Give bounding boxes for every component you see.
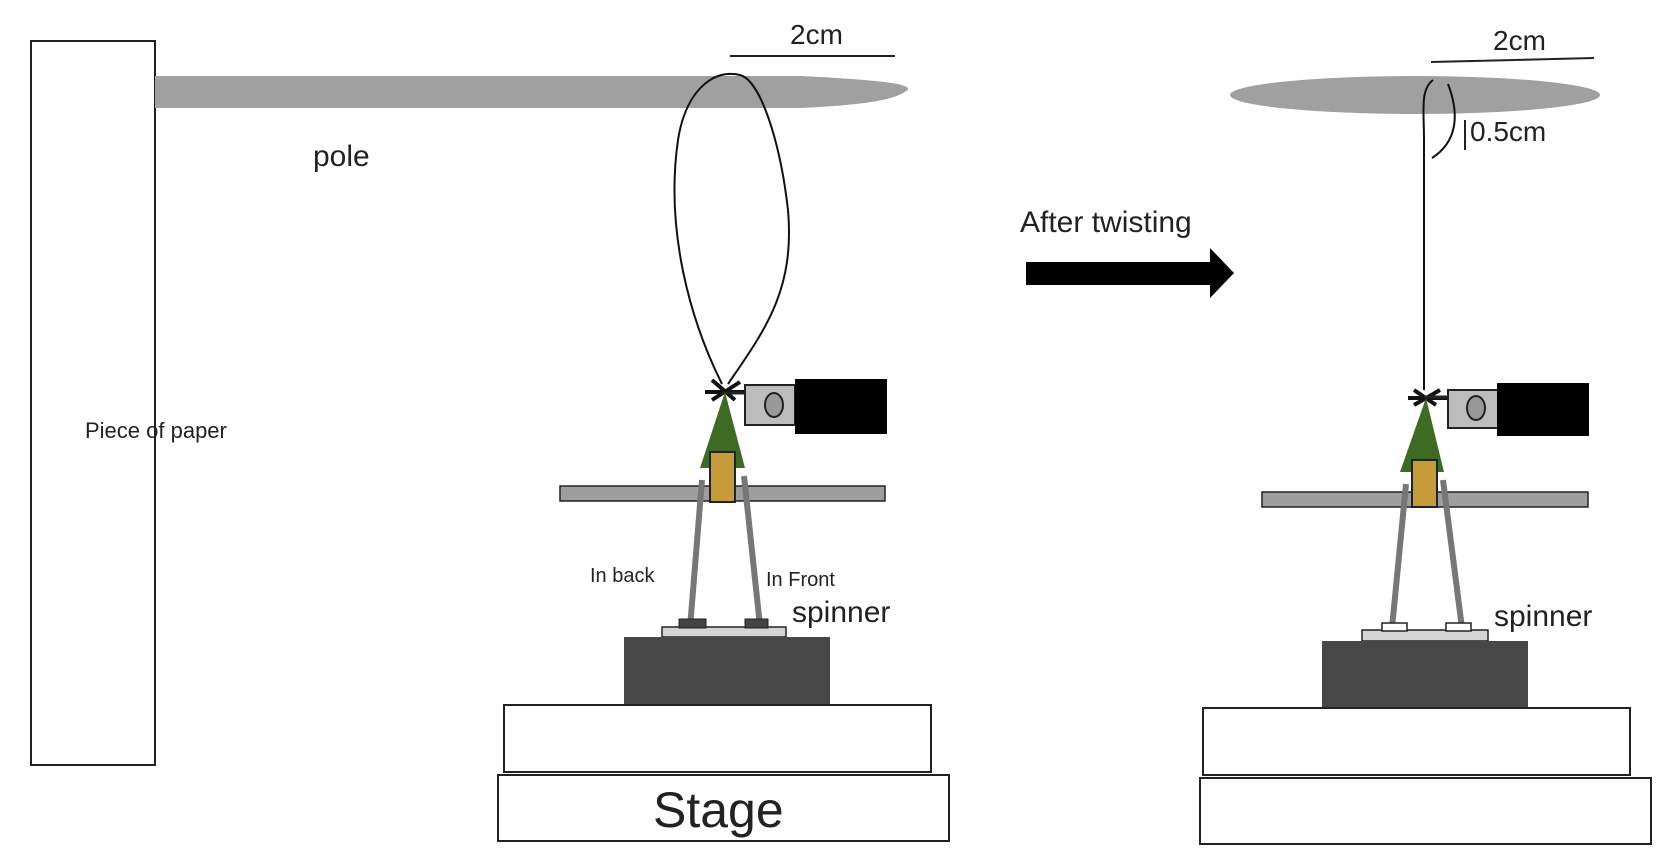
after-twisting-label: After twisting [1020, 206, 1192, 239]
green-piece-right [1400, 398, 1444, 472]
paper-label: Piece of paper [85, 418, 227, 443]
pole-shape [155, 76, 909, 108]
spinner-peg-a-right [1381, 622, 1408, 632]
in-back-label: In back [590, 565, 655, 587]
spinner-label-left: spinner [792, 596, 890, 629]
stage-lower-left [497, 774, 950, 842]
spinner-peg-a-left [678, 618, 707, 629]
green-piece-left [700, 392, 745, 468]
small-scale-label: 0.5cm [1470, 116, 1546, 147]
left-scene: Piece of paper pole 2cm In back In Front [30, 19, 950, 842]
clip-left [722, 379, 887, 434]
clip-right [1424, 383, 1589, 436]
scale-line-right [1430, 57, 1595, 63]
after-twisting-arrow: After twisting [1020, 206, 1234, 298]
pole-end-right [1230, 76, 1600, 114]
pole-label: pole [313, 140, 370, 173]
scale-label-right: 2cm [1493, 25, 1546, 56]
stage-label: Stage [653, 782, 784, 838]
gold-block-left [709, 451, 736, 503]
spinner-label-right: spinner [1494, 600, 1592, 633]
thread-knot-left [705, 378, 748, 402]
right-scene: 2cm 0.5cm spinner [1199, 25, 1652, 845]
gold-block-right [1411, 459, 1438, 508]
leg-front-left [741, 475, 763, 627]
in-front-label: In Front [766, 569, 835, 591]
thread-hook-right [1431, 83, 1456, 159]
right-arrow-icon [1026, 248, 1234, 298]
spinner-body-right [1322, 641, 1528, 708]
leg-back-right [1389, 483, 1409, 629]
scale-label-left: 2cm [790, 19, 843, 50]
stage-upper-right [1202, 707, 1631, 776]
leg-back-left [687, 479, 705, 629]
leg-front-right [1440, 479, 1465, 629]
thread-loop-left [673, 72, 790, 385]
stage-upper-left [503, 704, 932, 773]
spinner-peg-b-right [1445, 622, 1472, 632]
spinner-body-left [624, 637, 830, 705]
paper-rect [30, 40, 156, 766]
stage-lower-right [1199, 777, 1652, 845]
thread-twisted-right [1422, 79, 1434, 390]
spinner-peg-b-left [744, 618, 769, 629]
